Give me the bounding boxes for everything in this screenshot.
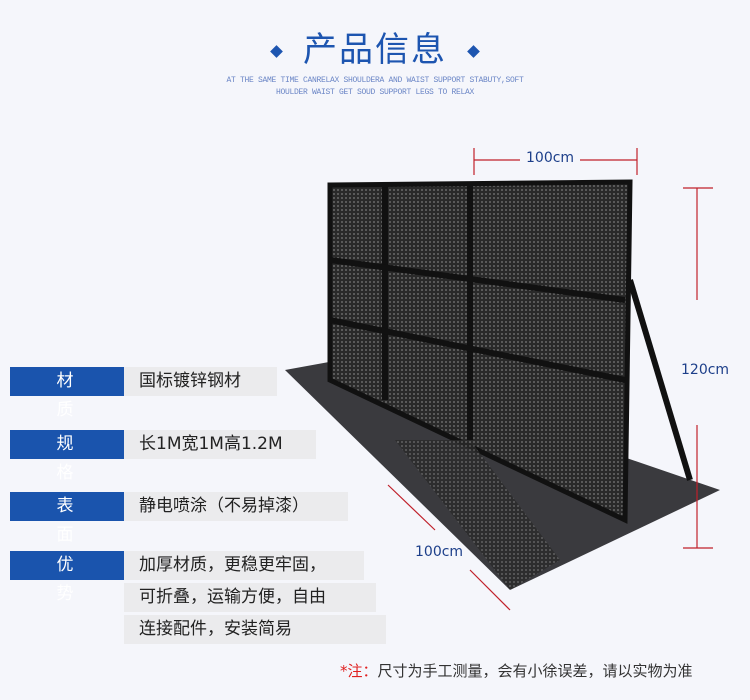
spec-label-material: 材 质 (10, 367, 124, 420)
spec-value-advantage-line1: 加厚材质，更稳更牢固， (124, 551, 364, 580)
spec-value-surface: 静电喷涂（不易掉漆） (124, 492, 348, 521)
base-width-label: 100cm (415, 544, 464, 560)
spec-value-advantage-line3: 连接配件，安装简易 (124, 615, 386, 644)
dimension-lines (387, 148, 713, 611)
note-marker: *注： (340, 662, 378, 680)
subtitle-line1: AT THE SAME TIME CANRELAX SHOULDERA AND … (226, 76, 524, 85)
spec-value-material: 国标镀锌钢材 (124, 367, 277, 396)
measurement-note: *注：尺寸为手工测量，会有小徐误差，请以实物为准 (340, 660, 693, 681)
spec-label-surface: 表 面 (10, 492, 124, 545)
height-label: 120cm (681, 362, 730, 378)
barrier-base (285, 360, 720, 590)
title-text: 产品信息 (303, 30, 447, 70)
note-text: 尺寸为手工测量，会有小徐误差，请以实物为准 (377, 662, 693, 680)
spec-value-advantage-line2: 可折叠，运输方便，自由 (124, 583, 376, 612)
spec-value-size: 长1M宽1M高1.2M (124, 430, 316, 459)
subtitle-line2: HOULDER WAIST GET SOUD SUPPORT LEGS TO R… (275, 88, 475, 97)
spec-label-size: 规 格 (10, 430, 124, 483)
page-title: 产品信息 (0, 22, 750, 71)
spec-label-advantage: 优 势 (10, 551, 124, 604)
top-width-label: 100cm (526, 150, 575, 166)
